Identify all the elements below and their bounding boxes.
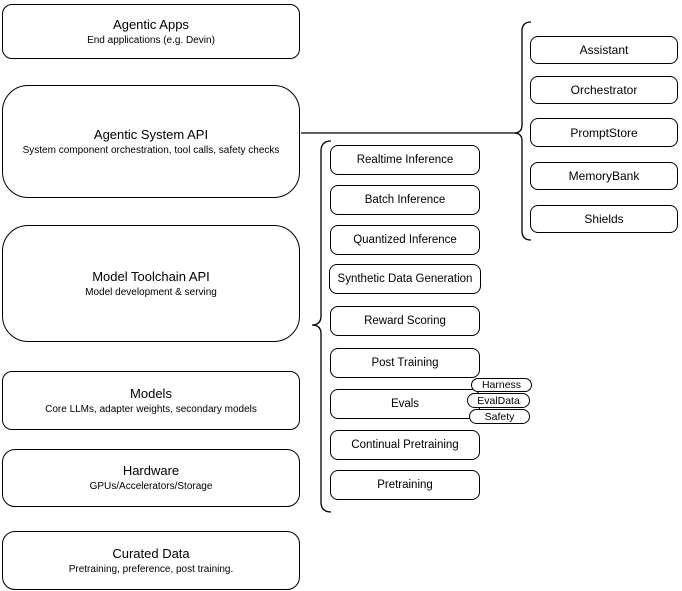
box-title: Model Toolchain API	[92, 268, 210, 284]
component-assistant: Assistant	[530, 36, 678, 64]
toolchain-item-label: Pretraining	[377, 479, 433, 491]
component-label: Assistant	[579, 43, 629, 57]
eval-tag-safety: Safety	[469, 409, 530, 424]
box-title: Models	[130, 385, 172, 401]
eval-tag-label: Harness	[481, 379, 522, 391]
component-label: Orchestrator	[570, 83, 638, 97]
toolchain-item-reward-scoring: Reward Scoring	[330, 306, 480, 336]
toolchain-item-label: Quantized Inference	[353, 234, 457, 246]
component-orchestrator: Orchestrator	[530, 76, 678, 104]
toolchain-item-quantized-inference: Quantized Inference	[330, 225, 480, 255]
eval-tag-label: EvalData	[477, 394, 520, 407]
toolchain-item-label: Synthetic Data Generation	[337, 273, 473, 285]
toolchain-item-realtime-inference: Realtime Inference	[330, 145, 480, 175]
box-subtitle: Core LLMs, adapter weights, secondary mo…	[45, 403, 257, 415]
component-shields: Shields	[530, 205, 678, 233]
toolchain-item-evals: Evals	[330, 389, 480, 419]
box-agentic-apps: Agentic Apps End applications (e.g. Devi…	[2, 4, 300, 59]
toolchain-item-synthetic-data-generation: Synthetic Data Generation	[329, 264, 481, 294]
box-title: Agentic System API	[93, 126, 209, 142]
toolchain-item-label: Realtime Inference	[356, 154, 454, 166]
brace-toolchain	[311, 140, 332, 513]
toolchain-item-continual-pretraining: Continual Pretraining	[330, 430, 480, 460]
box-title: Agentic Apps	[113, 16, 189, 32]
component-label: MemoryBank	[568, 169, 640, 183]
toolchain-item-pretraining: Pretraining	[330, 470, 480, 500]
eval-tag-label: Safety	[484, 410, 515, 423]
box-model-toolchain-api: Model Toolchain API Model development & …	[2, 225, 300, 342]
box-subtitle: Pretraining, preference, post training.	[68, 563, 234, 575]
box-agentic-system-api: Agentic System API System component orch…	[2, 85, 300, 198]
box-subtitle: GPUs/Accelerators/Storage	[89, 481, 213, 492]
box-subtitle: Model development & serving	[85, 286, 217, 298]
component-label: PromptStore	[570, 125, 638, 140]
component-promptstore: PromptStore	[530, 118, 678, 147]
toolchain-item-batch-inference: Batch Inference	[330, 185, 480, 215]
box-subtitle: System component orchestration, tool cal…	[22, 144, 280, 156]
box-hardware: Hardware GPUs/Accelerators/Storage	[2, 449, 300, 507]
box-curated-data: Curated Data Pretraining, preference, po…	[2, 531, 300, 590]
component-label: Shields	[584, 212, 624, 226]
toolchain-item-label: Post Training	[371, 357, 439, 369]
toolchain-item-label: Reward Scoring	[364, 315, 446, 327]
brace-system-components	[513, 21, 532, 241]
box-title: Hardware	[122, 463, 180, 478]
box-subtitle: End applications (e.g. Devin)	[87, 34, 215, 46]
box-title: Curated Data	[112, 545, 190, 561]
toolchain-item-label: Evals	[390, 398, 420, 410]
toolchain-item-label: Continual Pretraining	[351, 439, 459, 451]
eval-tag-evaldata: EvalData	[467, 393, 530, 408]
component-memorybank: MemoryBank	[530, 162, 678, 190]
toolchain-item-label: Batch Inference	[364, 194, 446, 206]
box-models: Models Core LLMs, adapter weights, secon…	[2, 371, 300, 430]
toolchain-item-post-training: Post Training	[330, 348, 480, 378]
eval-tag-harness: Harness	[471, 378, 532, 392]
